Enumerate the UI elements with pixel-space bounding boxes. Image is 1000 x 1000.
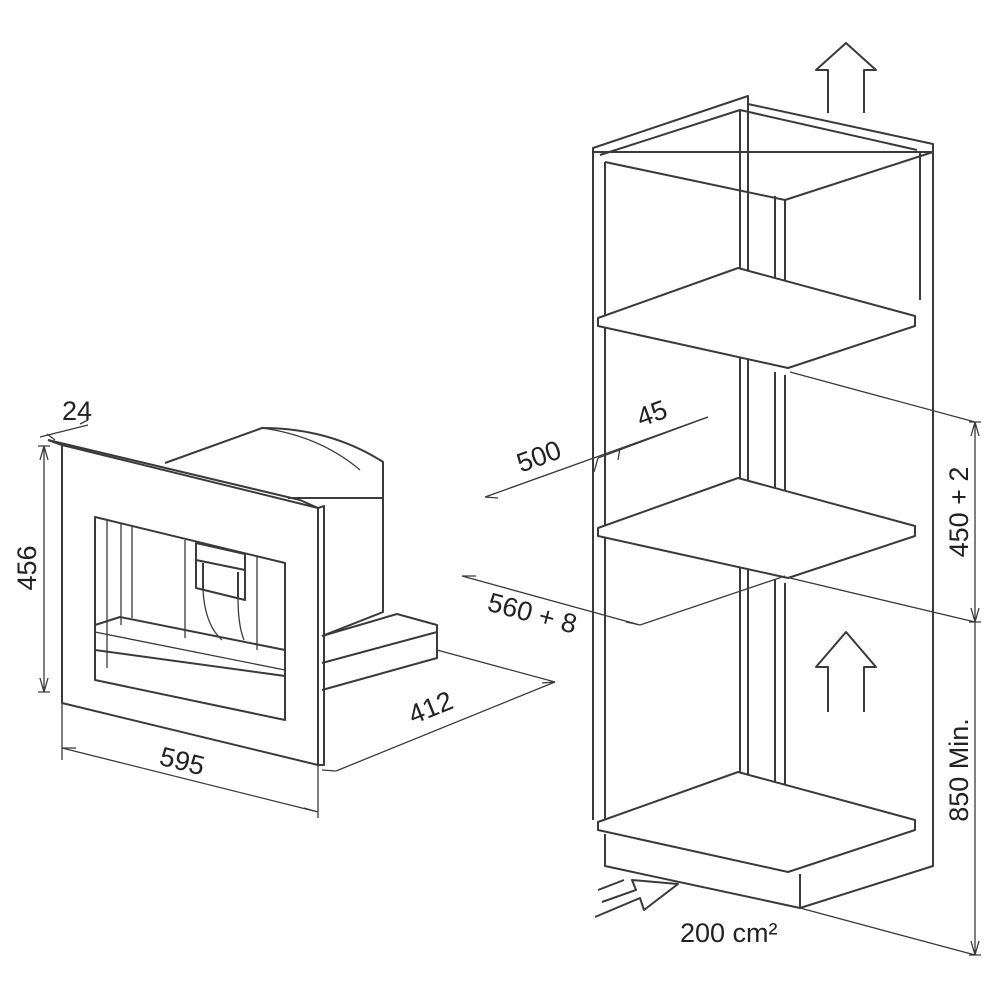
dimension-lines [38, 371, 981, 956]
airflow-arrow-in-icon [594, 879, 679, 918]
appliance-cavity-back [184, 540, 258, 650]
cabinet-upper-shelf [597, 267, 916, 369]
dim-appliance-height-label: 456 [12, 545, 42, 590]
airflow-arrow-up-icon [815, 42, 877, 113]
cabinet-top-box [784, 151, 934, 855]
appliance-drawing [47, 427, 438, 766]
cabinet-top-inner [599, 109, 918, 156]
appliance-inner-left-wall [106, 520, 133, 668]
appliance-body-side [321, 462, 384, 637]
dim-appliance-depth-label: 412 [404, 685, 457, 730]
cabinet-upper-shelf-edge [597, 325, 916, 369]
cabinet-top-rim [592, 95, 934, 153]
dim-appliance-trim-label: 24 [62, 396, 92, 426]
cabinet-drawing [592, 95, 934, 909]
appliance-base-plate [321, 613, 438, 691]
airflow-arrow-up-icon [815, 631, 877, 712]
appliance-hood-curve [261, 427, 361, 471]
cabinet-bottom-shelf-edge [597, 829, 916, 873]
dim-niche-offset-label: 45 [633, 394, 671, 432]
dim-appliance-width-label: 595 [157, 741, 208, 781]
appliance-spout-nozzle [202, 589, 245, 641]
dim-ventilation-label: 200 cm² [680, 918, 778, 948]
appliance-top-hood [164, 427, 384, 499]
cabinet-middle-shelf [597, 477, 916, 579]
dim-floor-height-label: 850 Min. [944, 718, 974, 822]
cabinet-back-left-post [739, 104, 749, 780]
appliance-drip-tray [94, 616, 286, 680]
appliance-tray-line [94, 631, 286, 671]
dim-niche-height-label: 450 + 2 [944, 467, 974, 558]
cabinet-plinth [604, 834, 934, 909]
appliance-front-frame [47, 439, 319, 766]
appliance-frame-edge [47, 439, 325, 766]
cabinet-front-left-post [592, 148, 606, 820]
appliance-spout [195, 542, 246, 601]
cabinet-bottom-shelf [597, 771, 916, 873]
dim-niche-depth-label: 500 [513, 435, 566, 479]
